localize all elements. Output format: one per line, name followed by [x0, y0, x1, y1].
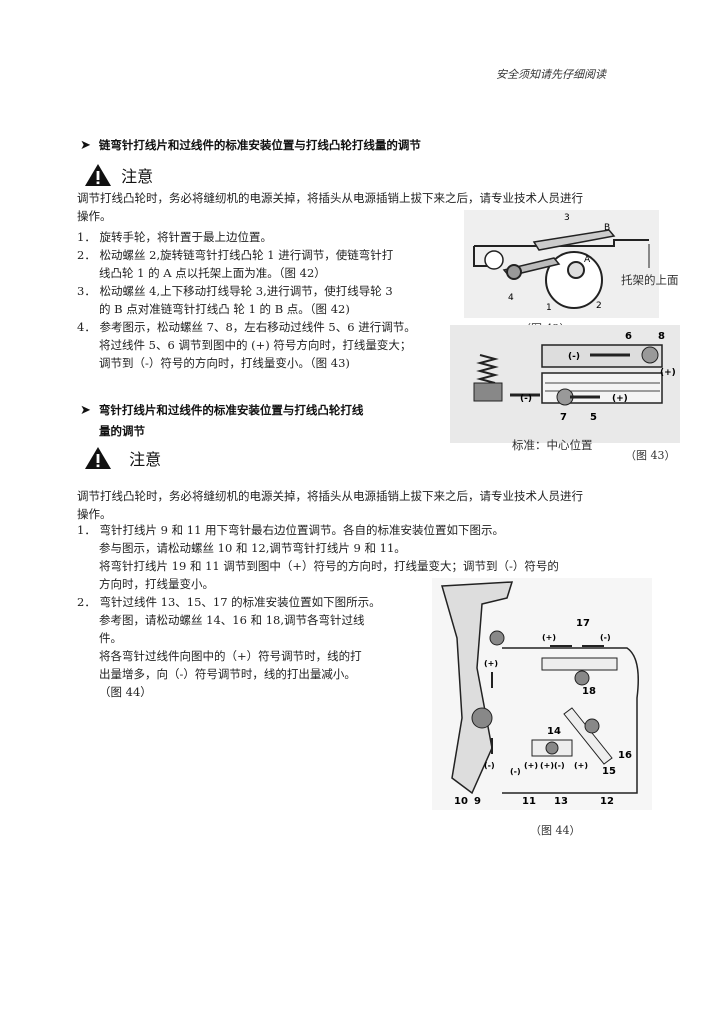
section1-step2a: 2． 松动螺丝 2,旋转链弯针打线凸轮 1 进行调节，使链弯针打 — [77, 248, 394, 262]
section1-intro-line2: 操作。 — [77, 209, 112, 223]
section1-step2b: 线凸轮 1 的 A 点以托架上面为准。（图 42） — [99, 266, 326, 280]
caution2-label: 注意 — [129, 450, 162, 469]
section2-step1: 1． 弯针打线片 9 和 11 用下弯针最右边位置调节。各自的标准安装位置如下图… — [77, 521, 657, 593]
section2-step1b: 参与图示，请松动螺丝 10 和 12,调节弯针打线片 9 和 11。 — [99, 541, 406, 555]
fig43-label-minus-bottom: (-) — [520, 394, 532, 404]
section1-step1: 1． 旋转手轮，将针置于最上边位置。 — [77, 230, 272, 244]
section1-step3a: 3． 松动螺丝 4,上下移动打线导轮 3,进行调节，使打线导轮 3 — [77, 284, 393, 298]
section2-step2a: 2． 弯针过线件 13、15、17 的标准安装位置如下图所示。 — [77, 595, 381, 609]
fig44-label-plus-11b: (+) — [540, 761, 554, 770]
section1-intro-line1: 调节打线凸轮时，务必将缝纫机的电源关掉，将插头从电源插销上拔下来之后，请专业技术… — [77, 191, 583, 205]
section2-step2d: 将各弯针过线件向图中的（+）符号调节时，线的打 — [99, 649, 362, 663]
section2-step2: 2． 弯针过线件 13、15、17 的标准安装位置如下图所示。 参考图，请松动螺… — [77, 593, 427, 701]
figure-43: 6 8 (-) (+) (-) (+) 7 5 — [450, 325, 680, 443]
section2-title-line1: 弯针打线片和过线件的标准安装位置与打线凸轮打线 — [98, 403, 364, 417]
section2-step1a: 1． 弯针打线片 9 和 11 用下弯针最右边位置调节。各自的标准安装位置如下图… — [77, 523, 505, 537]
section1-steps: 1． 旋转手轮，将针置于最上边位置。 2． 松动螺丝 2,旋转链弯针打线凸轮 1… — [77, 228, 467, 372]
fig42-label-1: 1 — [546, 303, 552, 313]
caution2: 注意 — [84, 446, 161, 470]
fig44-label-9: 9 — [474, 796, 481, 807]
fig44-label-13: 13 — [554, 796, 568, 807]
fig44-label-minus-11: (-) — [510, 767, 521, 776]
warning-icon — [85, 164, 111, 186]
fig43-label-plus-top: (+) — [660, 368, 676, 378]
fig44-label-10: 10 — [454, 796, 468, 807]
section1-heading: ➤ 链弯针打线片和过线件的标准安装位置与打线凸轮打线量的调节 — [80, 137, 421, 153]
fig43-label-7: 7 — [560, 412, 567, 423]
fig42-label-4: 4 — [508, 293, 514, 303]
fig43-label-minus-top: (-) — [568, 352, 580, 362]
section2-step2e: 出量增多，向（-）符号调节时，线的打出量减小。 — [99, 667, 356, 681]
fig43-label-plus-bottom: (+) — [612, 394, 628, 404]
fig44-label-14: 14 — [547, 726, 561, 737]
figure-42: 3 B A 4 1 2 — [464, 210, 659, 318]
section2-title-line2: 量的调节 — [99, 424, 145, 438]
caution1-label: 注意 — [121, 167, 154, 186]
section2-step1d: 方向时，打线量变小。 — [99, 577, 214, 591]
fig42-label-b: B — [604, 223, 610, 233]
caution1: 注意 — [84, 163, 153, 187]
section2-intro-line1: 调节打线凸轮时，务必将缝纫机的电源关掉，将插头从电源插销上拔下来之后，请专业技术… — [77, 489, 583, 503]
arrow-bullet-icon: ➤ — [80, 138, 91, 153]
fig44-caption: （图 44） — [530, 824, 581, 837]
fig42-label-3: 3 — [564, 213, 570, 223]
fig44-label-11: 11 — [522, 796, 536, 807]
fig43-caption: （图 43） — [625, 449, 676, 462]
arrow-bullet-icon: ➤ — [80, 403, 91, 418]
section2-step2c: 件。 — [99, 631, 122, 645]
fig44-label-plus-13: (+) — [574, 761, 588, 770]
fig44-label-16: 16 — [618, 750, 632, 761]
fig43-label-5: 5 — [590, 412, 597, 423]
fig42-bracket-label: 托架的上面 — [621, 273, 679, 287]
section1-step4a: 4． 参考图示，松动螺丝 7、8，左右移动过线件 5、6 进行调节。 — [77, 320, 416, 334]
section1-step3b: 的 B 点对准链弯针打线凸 轮 1 的 B 点。（图 42) — [99, 302, 350, 316]
section1-step4b: 将过线件 5、6 调节到图中的 (+) 符号方向时，打线量变大； — [99, 338, 412, 352]
fig44-label-minus-17: (-) — [600, 633, 611, 642]
fig44-label-17: 17 — [576, 618, 590, 629]
fig44-label-15: 15 — [602, 766, 616, 777]
section2-step1c: 将弯针打线片 19 和 11 调节到图中（+）符号的方向时，打线量变大；调节到（… — [99, 559, 559, 573]
section2-step2f: （图 44） — [99, 685, 152, 699]
fig44-label-12: 12 — [600, 796, 614, 807]
fig44-label-minus-9: (-) — [484, 761, 495, 770]
fig43-label-8: 8 — [658, 331, 665, 342]
section2-intro-line2: 操作。 — [77, 507, 112, 521]
fig42-label-a: A — [584, 255, 591, 265]
section2-heading: ➤ 弯针打线片和过线件的标准安装位置与打线凸轮打线 量的调节 — [80, 400, 363, 441]
fig43-standard-label: 标准：中心位置 — [512, 438, 593, 452]
section1-intro: 调节打线凸轮时，务必将缝纫机的电源关掉，将插头从电源插销上拔下来之后，请专业技术… — [77, 189, 657, 225]
figure-44: 17 (+) (-) 18 (+) (-) 16 15 14 (+) (+) (… — [432, 578, 652, 810]
fig42-label-2: 2 — [596, 301, 602, 311]
section2-intro: 调节打线凸轮时，务必将缝纫机的电源关掉，将插头从电源插销上拔下来之后，请专业技术… — [77, 487, 677, 523]
section2-step2b: 参考图，请松动螺丝 14、16 和 18,调节各弯针过线 — [99, 613, 365, 627]
fig44-label-plus-11a: (+) — [524, 761, 538, 770]
fig44-label-18: 18 — [582, 686, 596, 697]
fig43-label-6: 6 — [625, 331, 632, 342]
fig44-label-plus-9: (+) — [484, 659, 498, 668]
section1-title: 链弯针打线片和过线件的标准安装位置与打线凸轮打线量的调节 — [98, 138, 421, 152]
section1-step4c: 调节到（-）符号的方向时，打线量变小。（图 43) — [99, 356, 350, 370]
fig44-label-minus-13: (-) — [554, 761, 565, 770]
page-header: 安全须知请先仔细阅读 — [496, 68, 606, 81]
fig44-label-plus-17: (+) — [542, 633, 556, 642]
warning-icon — [85, 447, 111, 469]
